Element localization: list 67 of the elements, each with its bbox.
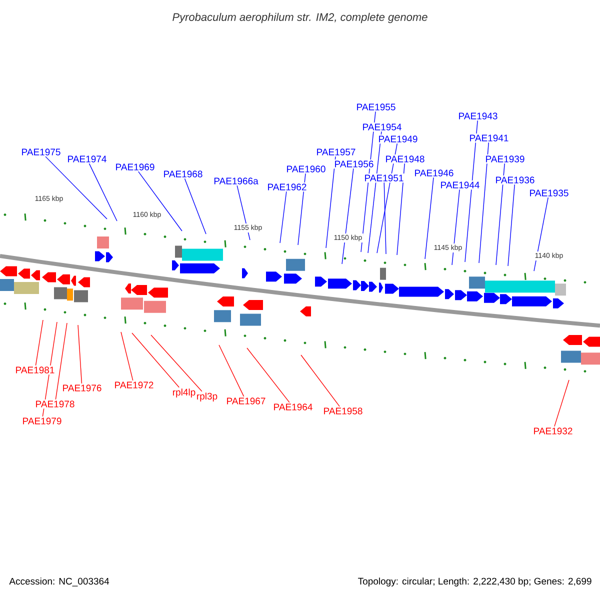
gene-label: PAE1941 [470,134,508,142]
title: Pyrobaculum aerophilum str. IM2, complete genome [172,12,428,24]
leader-line [184,178,206,234]
leader-line [150,334,202,392]
leader-line [360,111,376,252]
gene-label: PAE1946 [415,170,454,176]
leader-line [534,197,548,272]
summary-text: Topology: circular; Length: 2,222,430 bp; Genes: 2,699 [358,578,592,586]
leader-line [464,120,478,262]
leader-line [78,324,82,384]
leader-line [55,322,68,400]
gene-label: PAE1948 [386,156,424,162]
gene-label: PAE1972 [115,382,154,388]
leader-line [326,156,336,248]
gene-label: PAE1966a [214,178,258,184]
leader-line [452,189,460,266]
leader-line [300,354,340,407]
leader-line [368,131,382,254]
gene-label: PAE1978 [36,400,74,408]
leader-line [88,163,118,222]
gene-label: PAE1974 [68,156,106,162]
gene-label: PAE1962 [268,184,306,190]
gene-label: PAE1981 [16,366,54,374]
gene-label: PAE1969 [116,164,154,170]
leader-line [384,182,386,254]
leader-line [508,184,515,266]
leader-line [132,332,180,388]
leader-line [236,185,250,240]
leader-line [42,322,58,417]
gene-label: rpl4lp [173,388,196,398]
leader-line [138,171,182,232]
leader-line [218,344,244,397]
leader-line [246,348,290,403]
accession-text: Accession: NC_003364 [9,578,110,586]
gene-label: PAE1976 [63,384,102,392]
gene-label: PAE1956 [335,160,374,168]
gene-label: PAE1943 [459,112,498,120]
gene-label: PAE1949 [379,136,418,142]
leader-line [376,143,398,254]
leader-line [396,163,405,256]
gene-label: PAE1968 [164,170,202,178]
gene-label: PAE1964 [274,404,312,410]
leader-line [496,163,505,266]
gene-label: PAE1967 [227,398,266,404]
leader-line [35,320,44,366]
gene-label: PAE1975 [22,148,60,156]
gene-label: PAE1960 [287,166,326,172]
gene-label: PAE1955 [357,104,396,110]
leader-line [424,177,434,260]
leader-line [120,332,134,381]
gene-label: PAE1958 [324,408,362,414]
leader-line [478,142,489,264]
leader-line [342,168,354,264]
leader-line [298,173,306,246]
gene-label: PAE1944 [441,182,480,188]
leader-line [45,156,108,220]
gene-label: PAE1957 [317,148,356,156]
gene-label: rpl3p [197,392,218,402]
gene-label: PAE1939 [486,156,524,162]
gene-label: PAE1936 [496,176,534,184]
gene-label: PAE1932 [534,428,572,434]
leader-line [280,191,287,244]
gene-label: PAE1954 [363,124,402,130]
gene-label: PAE1935 [530,190,568,196]
gene-label: PAE1951 [365,174,404,182]
leader-line [554,380,570,427]
gene-label: PAE1979 [23,418,62,424]
